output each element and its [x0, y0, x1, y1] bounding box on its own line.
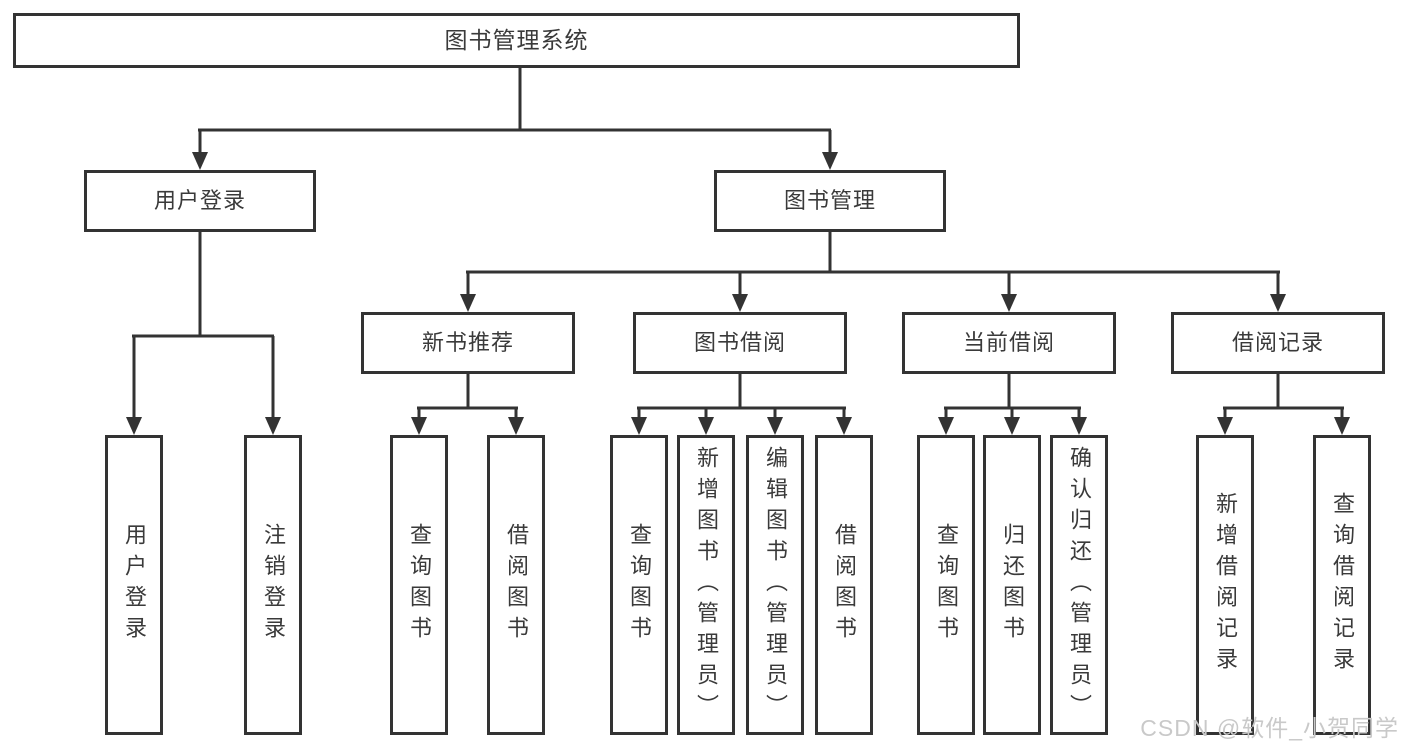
leaf-query-books-recommend: 查询图书: [390, 435, 448, 735]
leaf-return-books: 归还图书: [983, 435, 1041, 735]
leaf-user-login: 用户登录: [105, 435, 163, 735]
node-user-login: 用户登录: [84, 170, 316, 232]
node-book-borrow: 图书借阅: [633, 312, 847, 374]
leaf-query-books-borrow: 查询图书: [610, 435, 668, 735]
leaf-add-books-admin: 新增图书（管理员）: [677, 435, 735, 735]
leaf-borrow-books-recommend: 借阅图书: [487, 435, 545, 735]
node-borrow-records: 借阅记录: [1171, 312, 1385, 374]
csdn-watermark: CSDN @软件_小贺同学: [1140, 715, 1399, 741]
node-book-management-system: 图书管理系统: [13, 13, 1020, 68]
node-book-management: 图书管理: [714, 170, 946, 232]
leaf-edit-books-admin: 编辑图书（管理员）: [746, 435, 804, 735]
leaf-query-books-current: 查询图书: [917, 435, 975, 735]
leaf-confirm-return-admin: 确认归还（管理员）: [1050, 435, 1108, 735]
leaf-borrow-books: 借阅图书: [815, 435, 873, 735]
node-current-borrow: 当前借阅: [902, 312, 1116, 374]
leaf-add-borrow-record: 新增借阅记录: [1196, 435, 1254, 735]
leaf-query-borrow-record: 查询借阅记录: [1313, 435, 1371, 735]
leaf-logout: 注销登录: [244, 435, 302, 735]
node-new-book-recommend: 新书推荐: [361, 312, 575, 374]
